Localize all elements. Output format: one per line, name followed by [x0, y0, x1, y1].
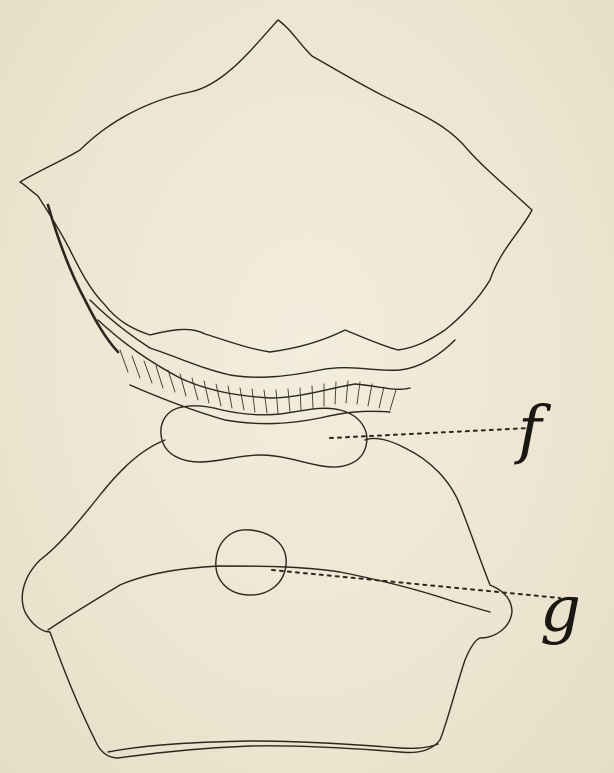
hatched-band	[120, 350, 396, 413]
upper-shell-left-edge	[48, 205, 118, 352]
lower-body-inner-line	[48, 566, 490, 630]
element-g	[216, 530, 286, 595]
label-f: f	[518, 398, 542, 462]
upper-shell-rim-lower	[98, 320, 410, 398]
upper-shell-outline	[20, 20, 532, 352]
hatched-band-bottom	[130, 385, 390, 424]
upper-shell-rim	[90, 300, 455, 377]
leader-line-f	[330, 428, 530, 438]
label-g: g	[540, 578, 581, 642]
leader-line-g	[272, 570, 560, 598]
lower-body-outline	[22, 438, 512, 758]
